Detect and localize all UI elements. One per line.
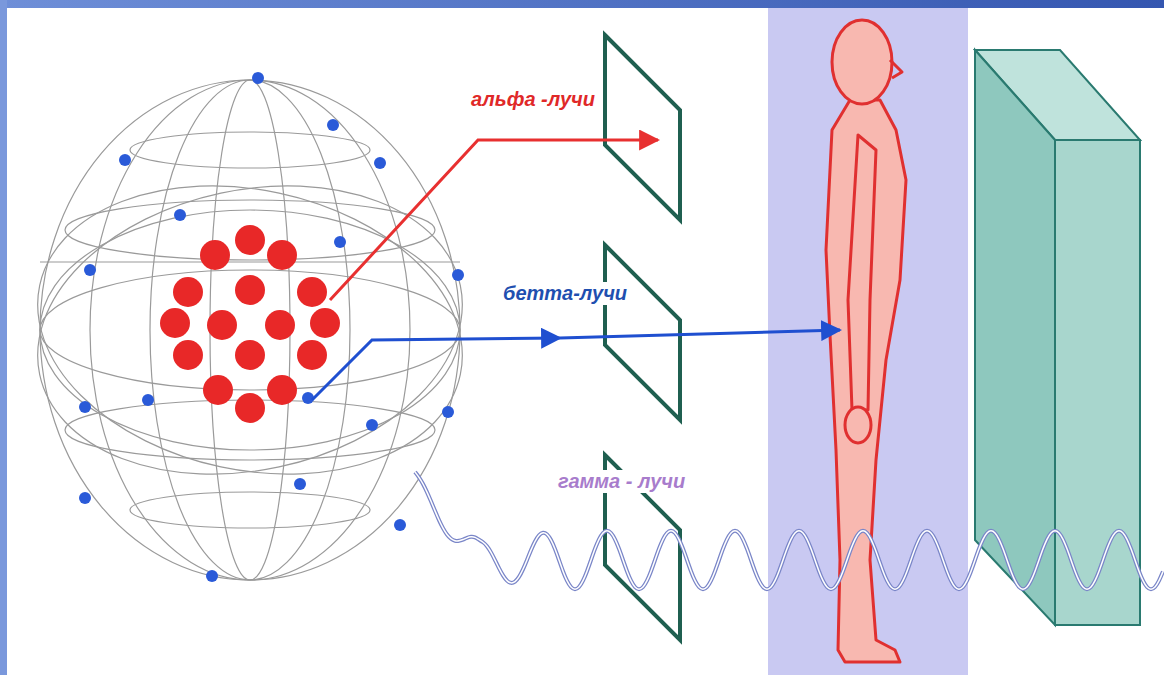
electron <box>84 264 96 276</box>
nucleon <box>203 375 233 405</box>
electron <box>252 72 264 84</box>
electron <box>366 419 378 431</box>
nucleus <box>160 225 340 423</box>
ray-label: гамма - лучи <box>555 470 688 493</box>
electron <box>79 401 91 413</box>
electron <box>142 394 154 406</box>
nucleon <box>235 275 265 305</box>
human-figure <box>826 20 906 662</box>
electrons <box>79 72 464 582</box>
frame-bar <box>0 0 7 675</box>
nucleon <box>160 308 190 338</box>
frame-bar <box>0 0 1164 8</box>
electron <box>334 236 346 248</box>
electron <box>327 119 339 131</box>
nucleon <box>265 310 295 340</box>
electron <box>394 519 406 531</box>
electron <box>79 492 91 504</box>
electron <box>452 269 464 281</box>
beta-ray <box>560 330 840 338</box>
gamma-ray <box>415 472 1163 589</box>
nucleon <box>173 340 203 370</box>
alpha-ray <box>330 140 658 300</box>
electron <box>174 209 186 221</box>
nucleon <box>267 375 297 405</box>
atom-sphere <box>11 80 490 580</box>
nucleon <box>297 277 327 307</box>
nucleon <box>310 308 340 338</box>
electron <box>119 154 131 166</box>
nucleon <box>235 393 265 423</box>
electron <box>294 478 306 490</box>
electron <box>206 570 218 582</box>
nucleon <box>267 240 297 270</box>
ray-label: бетта-лучи <box>500 282 630 305</box>
body-band <box>768 8 968 675</box>
gamma-ray <box>415 472 1163 589</box>
nucleon <box>173 277 203 307</box>
nucleon <box>207 310 237 340</box>
nucleon <box>235 225 265 255</box>
nucleon <box>200 240 230 270</box>
electron <box>442 406 454 418</box>
nucleon <box>297 340 327 370</box>
ray-label: альфа -лучи <box>468 88 598 111</box>
electron <box>374 157 386 169</box>
beta-ray <box>312 338 560 400</box>
nucleon <box>235 340 265 370</box>
